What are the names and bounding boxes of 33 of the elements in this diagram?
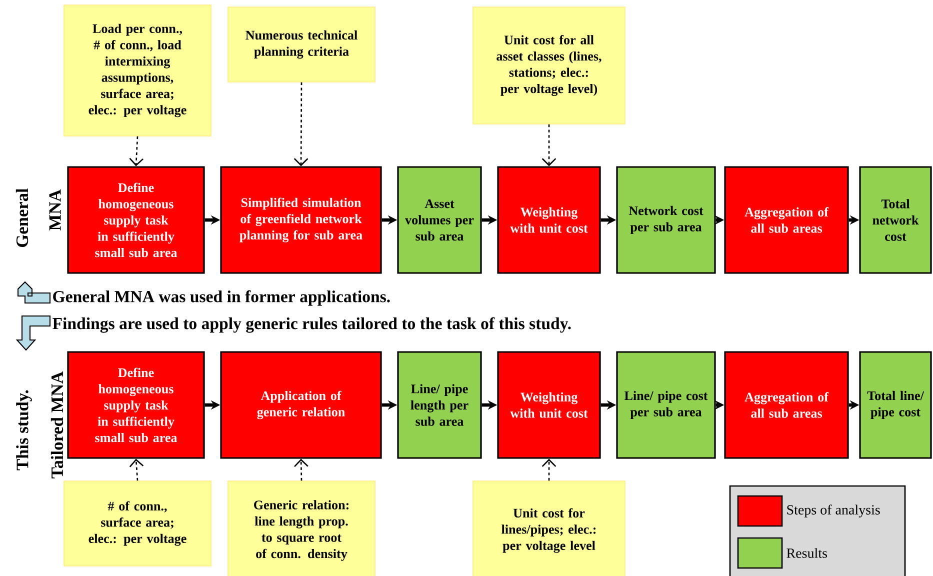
arrow	[129, 458, 144, 481]
result-box: Total line/ pipe cost	[859, 351, 932, 459]
result-box: Line/ pipe cost per sub area	[616, 351, 716, 459]
process-box: Define homogeneous supply task in sufficiently small sub area	[67, 351, 205, 459]
result-box: Line/ pipe length per sub area	[397, 351, 482, 459]
note-text: Findings are used to apply generic rules tailored to the task of this study.	[52, 317, 571, 333]
input-note: # of conn., surface area; elec.: per voltage	[64, 480, 212, 566]
process-box: Aggregation of all sub areas	[724, 166, 849, 274]
result-box: Total network cost	[859, 166, 932, 274]
process-box: Aggregation of all sub areas	[724, 351, 849, 459]
side-label: Tailored MNA	[50, 371, 64, 478]
input-note: Numerous technical planning criteria	[228, 6, 376, 82]
process-box: Application of generic relation	[220, 351, 382, 459]
input-note: Generic relation: line length prop. to square root of conn. density	[228, 480, 376, 576]
arrow	[542, 124, 556, 166]
process-box: Define homogeneous supply task in sufficiently small sub area	[67, 166, 205, 274]
side-label: General	[16, 188, 28, 247]
input-note: Load per conn., # of conn., load intermixing assumptions, surface area; elec.: per voltage	[64, 4, 212, 136]
arrow	[294, 458, 308, 481]
arrow	[542, 458, 556, 481]
input-note: Unit cost for lines/pipes; elec.: per voltage level	[472, 480, 626, 576]
input-note: Unit cost for all asset classes (lines, stations; elec.: per voltage level)	[472, 6, 626, 124]
process-box: Simplified simulation of greenfield network planning for sub area	[220, 166, 382, 274]
process-box: Weighting with unit cost	[497, 166, 601, 274]
note-text: General MNA was used in former applications.	[53, 290, 390, 306]
side-label: This study.	[16, 390, 32, 470]
process-box: Weighting with unit cost	[497, 351, 601, 459]
result-box: Asset volumes per sub area	[397, 166, 482, 274]
arrow	[129, 136, 144, 166]
result-box: Network cost per sub area	[616, 166, 716, 274]
legend-label: Steps of analysis	[787, 504, 880, 518]
arrow	[294, 82, 308, 166]
legend-label: Results	[786, 548, 827, 558]
